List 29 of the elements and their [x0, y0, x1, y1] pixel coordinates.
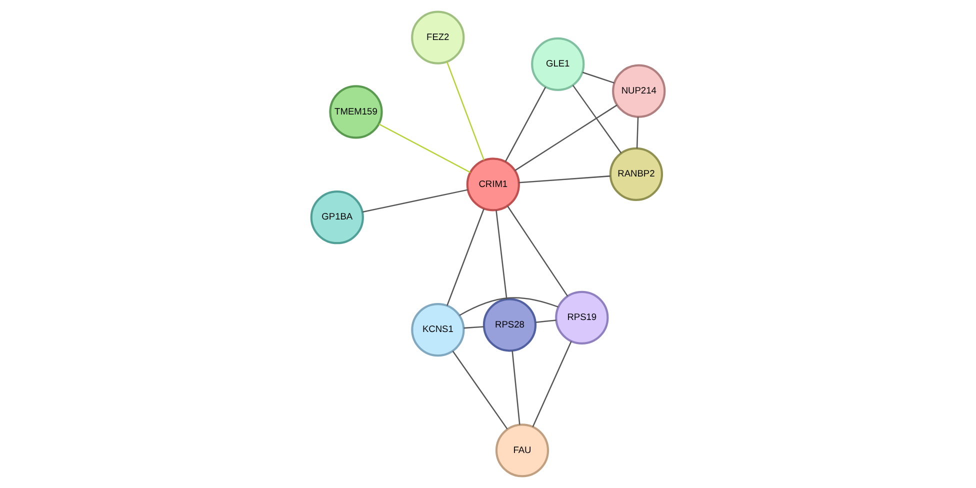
connector — [518, 175, 610, 184]
connector — [582, 72, 615, 84]
connector — [532, 341, 572, 428]
connector — [362, 189, 468, 213]
connector — [459, 297, 558, 316]
node-circle: CRIM1 — [466, 158, 520, 212]
connector — [446, 208, 484, 306]
connector — [504, 86, 546, 162]
node-circle: TMEM159 — [329, 85, 383, 139]
connector — [636, 116, 639, 148]
node-circle: NUP214 — [612, 64, 666, 118]
connector — [535, 320, 556, 323]
node-circle: KCNS1 — [411, 303, 465, 357]
node-circle: FEZ2 — [411, 10, 465, 64]
node-circle: RPS19 — [555, 290, 609, 344]
connector — [512, 350, 520, 425]
connector — [514, 104, 618, 172]
connector — [446, 62, 485, 160]
node-circle: RANBP2 — [609, 147, 664, 202]
connector — [378, 124, 471, 173]
connector — [572, 84, 622, 154]
connector — [496, 210, 508, 300]
node-circle: GP1BA — [310, 190, 364, 244]
connector — [507, 206, 568, 297]
connector — [464, 326, 484, 329]
node-circle: FAU — [495, 424, 550, 478]
node-circle: GLE1 — [531, 37, 585, 91]
node-circle: RPS28 — [482, 298, 537, 352]
connector — [452, 350, 508, 430]
